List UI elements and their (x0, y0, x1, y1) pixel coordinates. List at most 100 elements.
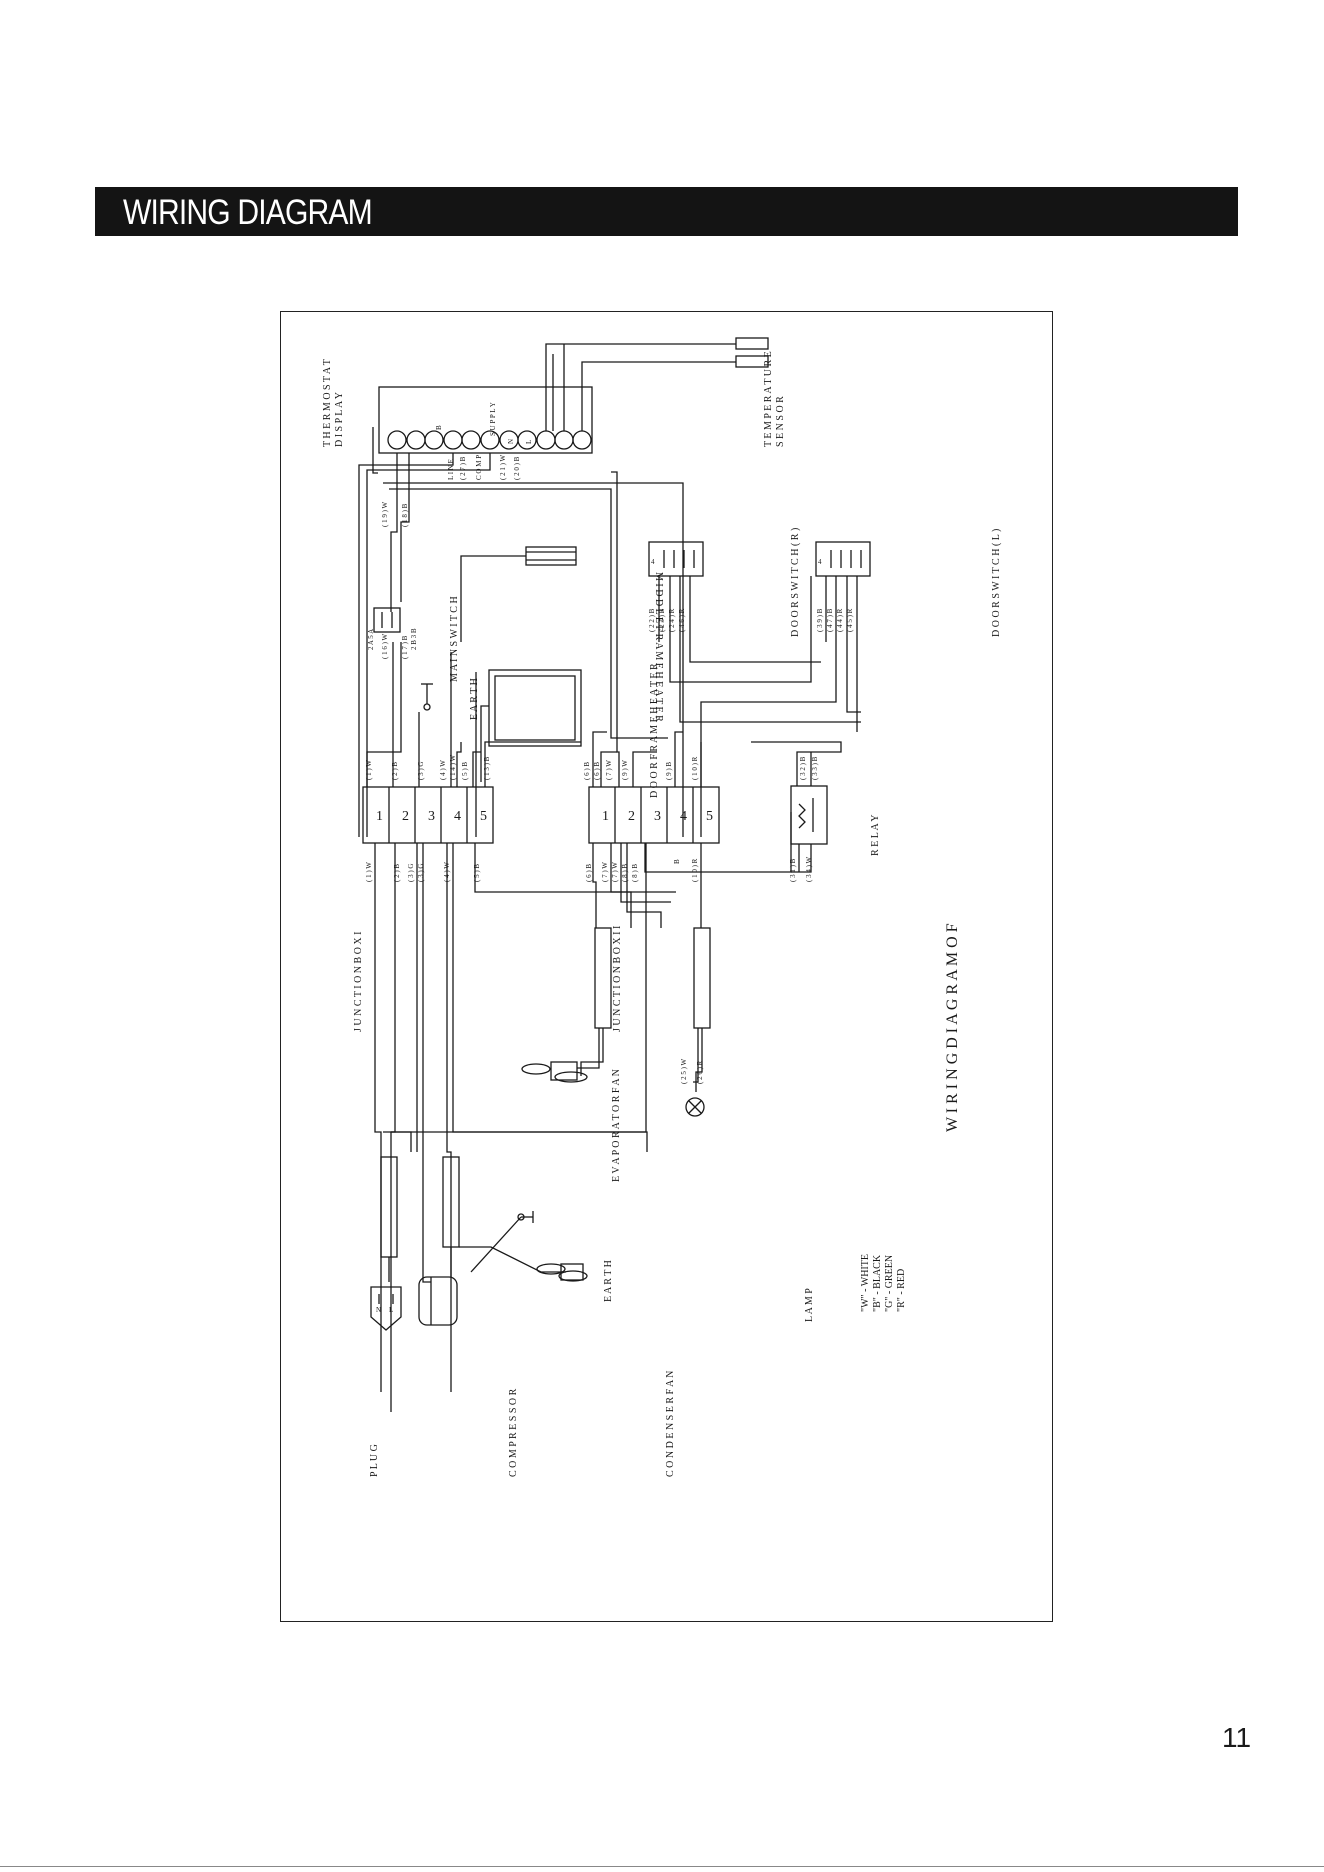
junction-box-2-label: J U N C T I O N B O X I I (612, 926, 623, 1032)
middle-frame-heater (525, 546, 577, 566)
jb1-terminal-3: 3 (428, 809, 435, 824)
legend-black: "B" - BLACK (872, 1254, 883, 1312)
condenser-fan-blade-2 (558, 1270, 588, 1282)
jb1-top-wire-1: ( 1 ) W (365, 760, 373, 780)
jb2-top-wire-9w: ( 9 ) W (621, 760, 629, 780)
thermostat-comp-label: C O M P (475, 455, 483, 480)
jb1-terminal-5: 5 (480, 809, 487, 824)
jb2-top-wire-10: ( 1 0 ) R (691, 756, 699, 780)
door-frame-heater (488, 669, 582, 747)
evaporator-fan-harness (594, 927, 612, 1029)
thermostat-l-label: L (525, 440, 533, 444)
lamp-harness (693, 927, 711, 1029)
door-switch-r-wire-24: ( 2 4 ) R (668, 608, 676, 632)
thermostat-display-box (378, 386, 593, 454)
temperature-sensor-probe-2 (735, 355, 769, 368)
jb2-terminal-3: 3 (654, 809, 661, 824)
jb1-bottom-wire-5: ( 5 ) B (473, 864, 481, 882)
temperature-sensor-wires (545, 343, 736, 431)
main-switch-label: M A I N S W I T C H (449, 596, 460, 682)
jb1-terminal-4: 4 (454, 809, 461, 824)
section-title: WIRING DIAGRAM (123, 193, 373, 232)
wiring-diagram: 1 2 3 4 5 1 2 3 4 5 T H E R M O S T A T … (322, 337, 1002, 1477)
thermostat-n-label: N (507, 439, 515, 444)
thermostat-wire-27: ( 2 7 ) B (459, 456, 467, 480)
door-switch-r-label: D O O R S W I T C H ( R ) (790, 528, 801, 637)
junction-box-1 (362, 786, 494, 844)
relay-wire-33: ( 3 3 ) B (811, 756, 819, 780)
junction-box-1-label: J U N C T I O N B O X I (353, 932, 364, 1032)
evaporator-fan-blade-2 (554, 1071, 588, 1083)
jb2-terminal-1: 1 (602, 809, 609, 824)
relay-wire-31: ( 3 1 ) B (789, 858, 797, 882)
condenser-fan-blade-1 (536, 1263, 566, 1275)
jb2-bottom-wire-7b: ( 7 ) W (611, 862, 619, 882)
sensor-label: S E N S O R (775, 396, 786, 447)
thermostat-label: T H E R M O S T A T (322, 359, 333, 447)
jb1-bottom-wire-1: ( 1 ) W (365, 862, 373, 882)
thermostat-b-label: B (435, 425, 443, 430)
junction-box-2-cells (614, 787, 694, 843)
main-switch-wire-19: ( 1 9 ) W (381, 501, 389, 527)
jb1-top-wire-3: ( 3 ) G (417, 762, 425, 780)
jb1-top-wire-13: ( 1 3 ) B (483, 756, 491, 780)
door-switch-r-wire-46: ( 4 6 ) R (678, 608, 686, 632)
compressor (418, 1276, 458, 1326)
legend-green: "G" - GREEN (884, 1255, 895, 1312)
footer-rule (0, 1866, 1324, 1867)
jb2-bottom-wire-6: ( 6 ) B (585, 864, 593, 882)
condenser-fan-label: C O N D E N S E R F A N (665, 1371, 676, 1477)
door-switch-l-wire-39: ( 3 9 ) B (816, 608, 824, 632)
jb1-bottom-wire-3b: ( 3 ) G (417, 864, 425, 882)
thermostat-line-label: L I N E (447, 459, 455, 480)
evaporator-fan-label: E V A P O R A T O R F A N (611, 1069, 622, 1182)
main-switch-rating-b: 2 B 3 B (410, 628, 418, 650)
jb2-top-wire-6a: ( 6 ) B (583, 762, 591, 780)
junction-box-1-top-wires (366, 642, 581, 787)
section-header-bar: WIRING DIAGRAM (95, 187, 1238, 236)
lamp-bulb (685, 1097, 705, 1117)
jb2-bottom-wire-8b: ( 8 ) B (631, 864, 639, 882)
relay (790, 785, 828, 845)
junction-box-2-top-wires (592, 471, 702, 787)
evaporator-fan-blade-1 (521, 1063, 551, 1075)
main-switch (373, 607, 401, 633)
jb2-terminal-4: 4 (680, 809, 687, 824)
junction-box-1-cells (388, 787, 468, 843)
legend-white: "W" - WHITE (860, 1254, 871, 1312)
main-switch-rating-a: 2 A 5 A (367, 629, 375, 650)
jb1-terminal-2: 2 (402, 809, 409, 824)
door-switch-l-wire-44: ( 4 4 ) R (836, 608, 844, 632)
door-frame-heater-label: D O O R F R A M E H E A T E R (649, 663, 660, 798)
jb1-bottom-wire-3a: ( 3 ) G (407, 864, 415, 882)
wiring-diagram-frame: 1 2 3 4 5 1 2 3 4 5 T H E R M O S T A T … (280, 311, 1053, 1622)
jb2-top-wire-9b: ( 9 ) B (665, 762, 673, 780)
thermostat-supply-label: S U P P L Y (489, 402, 497, 436)
legend-red: "R" - RED (896, 1269, 907, 1312)
jb1-top-wire-14: ( 1 4 ) W (449, 754, 457, 780)
plug (370, 1286, 402, 1331)
main-switch-wire-16: ( 1 6 ) W (381, 633, 389, 659)
evaporator-fan-motor (550, 1061, 578, 1081)
thermostat-wire-21: ( 2 1 ) W (499, 454, 507, 480)
jb1-bottom-wire-2: ( 2 ) B (393, 864, 401, 882)
lamp-label: L A M P (804, 1288, 815, 1322)
main-switch-wire-17: ( 1 7 ) B (401, 635, 409, 659)
junction-box-2 (588, 786, 720, 844)
jb2-top-wire-6b: ( 6 ) B (593, 762, 601, 780)
jb2-terminal-5: 5 (706, 809, 713, 824)
jb1-top-wire-5: ( 5 ) B (461, 762, 469, 780)
door-switch-l-contact-4: 4 (818, 558, 822, 566)
door-switch-l (815, 541, 871, 577)
page-number: 11 (1222, 1722, 1252, 1753)
earth-top-label: E A R T H (469, 678, 480, 720)
thermostat-wire-20: ( 2 0 ) B (513, 456, 521, 480)
plug-cord-harness (380, 1156, 398, 1258)
display-label: D I S P L A Y (334, 392, 345, 447)
jb2-bottom-wire-7a: ( 7 ) W (601, 862, 609, 882)
jb1-top-wire-4: ( 4 ) W (439, 760, 447, 780)
plug-pin-l: L (389, 1306, 393, 1314)
temperature-sensor-probe-1 (735, 337, 769, 350)
jb2-bottom-wire-8a: ( 8 ) B (621, 864, 629, 882)
lamp-wire-26: ( 2 6 ) R (696, 1060, 704, 1084)
